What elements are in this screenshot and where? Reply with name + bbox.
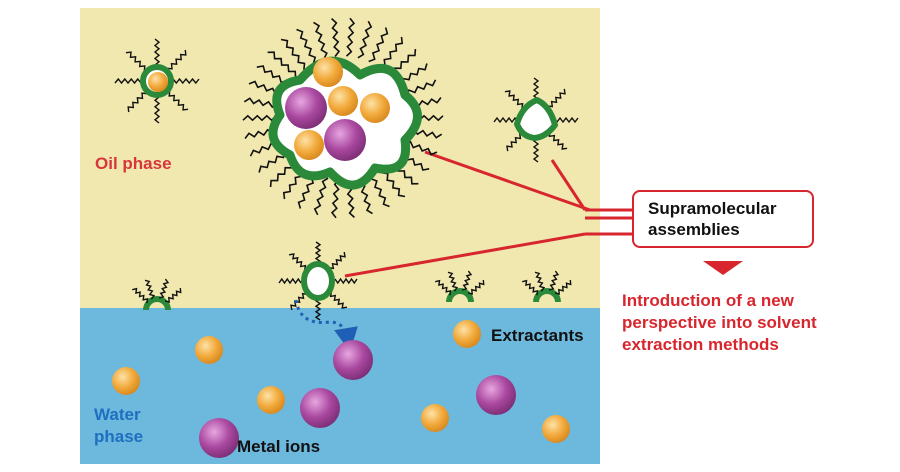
triangle-down-icon	[703, 261, 743, 275]
purple-metal-ion	[324, 119, 366, 161]
orange-metal-ion	[328, 86, 358, 116]
extractants-label: Extractants	[491, 326, 584, 345]
purple-metal-ion	[285, 87, 327, 129]
orange-metal-ion	[453, 320, 481, 348]
conclusion-line2: perspective into solvent	[622, 313, 817, 332]
triangular-assembly	[493, 77, 579, 163]
orange-metal-ion	[313, 57, 343, 87]
metal-ions-label: Metal ions	[237, 437, 321, 456]
conclusion-text: Introduction of a new perspective into s…	[622, 290, 892, 356]
orange-metal-ion	[195, 336, 223, 364]
large-supramolecular-assembly	[242, 17, 444, 219]
conclusion-line3: extraction methods	[622, 335, 779, 354]
callout-line1: Supramolecular	[648, 199, 777, 218]
orange-metal-ion	[421, 404, 449, 432]
small-assembly-left	[114, 38, 200, 124]
purple-metal-ion	[333, 340, 373, 380]
purple-metal-ion	[300, 388, 340, 428]
orange-metal-ion	[148, 72, 168, 92]
connector-lines	[344, 150, 632, 278]
orange-metal-ion	[294, 130, 324, 160]
orange-metal-ion	[542, 415, 570, 443]
water-phase-label: Water phase	[94, 404, 143, 448]
water-ions	[112, 320, 570, 458]
dotted-arrow-icon	[294, 299, 358, 352]
water-phase-label-line2: phase	[94, 427, 144, 446]
orange-metal-ion	[360, 93, 390, 123]
interface-extractants	[132, 270, 572, 311]
supramolecular-assemblies-callout: Supramolecular assemblies	[632, 190, 814, 248]
purple-metal-ion	[199, 418, 239, 458]
extractant-tails	[242, 17, 444, 219]
interface-assembly	[278, 241, 358, 321]
orange-metal-ion	[257, 386, 285, 414]
purple-metal-ion	[476, 375, 516, 415]
oil-phase-label: Oil phase	[95, 154, 172, 173]
callout-line2: assemblies	[648, 220, 740, 239]
water-phase-label-line1: Water	[94, 405, 141, 424]
conclusion-line1: Introduction of a new	[622, 291, 794, 310]
orange-metal-ion	[112, 367, 140, 395]
